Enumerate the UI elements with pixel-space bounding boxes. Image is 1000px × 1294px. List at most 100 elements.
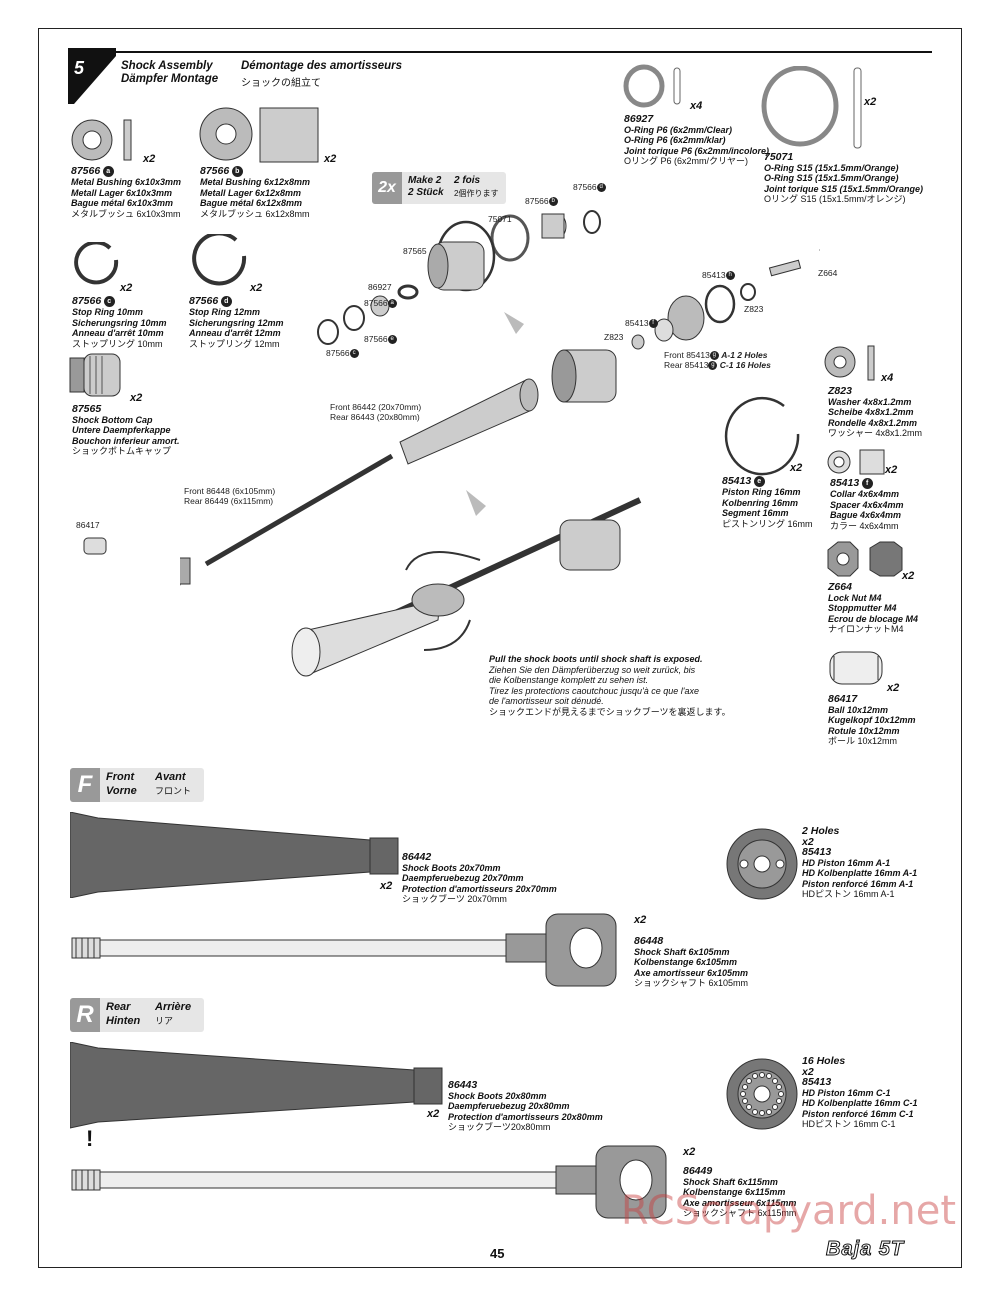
- front-shock-boot-icon: [70, 812, 399, 898]
- rear-letter: R: [70, 998, 100, 1032]
- rear-label-jp: リア: [155, 1016, 174, 1026]
- front-shock-shaft-icon: [71, 913, 617, 987]
- instruction-text: Pull the shock boots until shock shaft i…: [489, 654, 731, 717]
- callout-rear-boot: Rear 86443 (20x80mm): [330, 412, 420, 422]
- ball-small-icon: [83, 537, 107, 555]
- rear-label-fr: Arrière: [155, 1001, 192, 1013]
- front-label-jp: フロント: [155, 786, 192, 796]
- qty-85413e: x2: [790, 462, 803, 474]
- watermark: RCScrapyard.net: [620, 1188, 956, 1234]
- front-letter: F: [70, 768, 100, 802]
- qty-86927: x4: [690, 100, 703, 112]
- ball-10x12-icon: [829, 651, 883, 685]
- front-label-de: Vorne: [106, 785, 137, 797]
- page-number: 45: [490, 1246, 505, 1261]
- rear-label-en: Rear: [106, 1001, 131, 1013]
- qty-87566b: x2: [324, 153, 337, 165]
- part-86927-label: 86927 O-Ring P6 (6x2mm/Clear)O-Ring P6 (…: [624, 113, 770, 166]
- make-2-de: 2 Stück: [408, 187, 444, 198]
- front-section-tag: F Front Vorne Avant フロント: [70, 768, 204, 802]
- qty-75071: x2: [864, 96, 877, 108]
- make-2-jp: 2個作ります: [454, 189, 499, 198]
- step-title-en: Shock Assembly: [121, 60, 213, 72]
- rear-label-de: Hinten: [106, 1015, 141, 1027]
- qty-86417: x2: [887, 682, 900, 694]
- qty-z664: x2: [902, 570, 915, 582]
- qty-87566d: x2: [250, 282, 263, 294]
- header-rule: [116, 51, 932, 53]
- make-2-qty: 2x: [372, 172, 402, 204]
- page-frame: [38, 28, 962, 1268]
- stop-ring-10mm-icon: [74, 242, 119, 285]
- collar-icon: [827, 449, 885, 475]
- metal-bushing-6x12x8-icon: [199, 107, 319, 163]
- washer-z823-icon: [824, 345, 875, 381]
- callout-87565: 87565: [403, 246, 427, 256]
- qty-z823: x4: [881, 372, 894, 384]
- callout-z823-left: Z823: [604, 332, 624, 342]
- metal-bushing-6x10x3-icon: [71, 119, 132, 161]
- rear-shock-boot-icon: [70, 1042, 443, 1129]
- qty-86443: x2: [427, 1108, 440, 1120]
- front-label-fr: Avant: [155, 771, 186, 783]
- shock-exploded-diagram: [180, 210, 820, 677]
- make-2-en: Make 2: [408, 175, 442, 186]
- part-75071-label: 75071 O-Ring S15 (15x1.5mm/Orange)O-Ring…: [764, 151, 924, 204]
- stop-ring-12mm-icon: [192, 234, 247, 286]
- qty-86449: x2: [683, 1146, 696, 1158]
- step-number-tab: [68, 48, 116, 104]
- make-2-fr: 2 fois: [454, 175, 481, 186]
- callout-z664: Z664: [818, 268, 838, 278]
- callout-rear-shaft: Rear 86449 (6x115mm): [184, 496, 274, 506]
- qty-86442: x2: [380, 880, 393, 892]
- front-piston-2-holes-icon: [726, 828, 798, 900]
- callout-86417: 86417: [76, 520, 100, 530]
- step-number: 5: [74, 58, 85, 78]
- front-label-en: Front: [106, 771, 135, 783]
- baja-5t-logo: Baja 5T: [825, 1238, 905, 1261]
- step-title-fr: Démontage des amortisseurs: [241, 60, 403, 72]
- qty-87566c: x2: [120, 282, 133, 294]
- callout-front-shaft: Front 86448 (6x105mm): [184, 486, 276, 496]
- qty-87566a: x2: [143, 153, 156, 165]
- qty-87565: x2: [130, 392, 143, 404]
- qty-86448: x2: [634, 914, 647, 926]
- step-title-de: Dämpfer Montage: [121, 73, 219, 85]
- warning-icon: !: [86, 1126, 94, 1151]
- callout-86927: 86927: [368, 282, 392, 292]
- piston-ring-icon: [724, 396, 800, 476]
- rear-piston-16-holes-icon: [726, 1058, 798, 1130]
- shock-bottom-cap-icon: [69, 353, 121, 397]
- callout-75071: 75071: [488, 214, 512, 224]
- callout-front-boot: Front 86442 (20x70mm): [330, 402, 422, 412]
- callout-z823-right: Z823: [744, 304, 764, 314]
- lock-nut-icon: [827, 541, 903, 577]
- make-2-tag: 2x Make 2 2 Stück 2 fois 2個作ります: [372, 172, 506, 204]
- o-ring-s15-icon: [761, 66, 862, 149]
